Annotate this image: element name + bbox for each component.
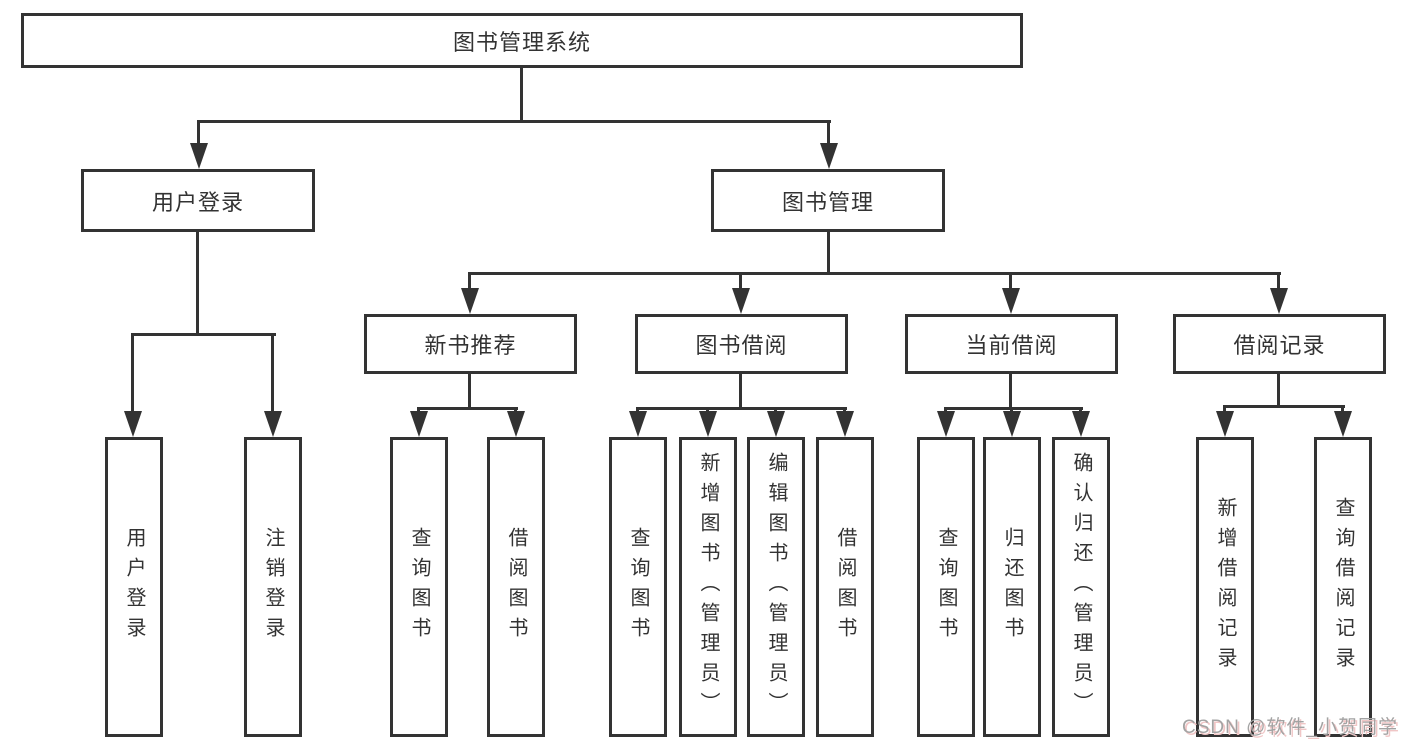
watermark-text: CSDN @软件_小贺同学 [1182, 717, 1398, 738]
arrow-down-icon [767, 411, 785, 437]
leaf-label: 查询图书 [627, 527, 649, 647]
connector-drop [1223, 405, 1226, 415]
leaf-logout: 注销登录 [244, 437, 302, 737]
connector-drop [1277, 272, 1280, 290]
arrow-down-icon [1003, 411, 1021, 437]
connector-bar [636, 407, 847, 410]
connector-stem [1009, 374, 1012, 409]
leaf-label: 确认归还（管理员） [1070, 452, 1092, 722]
connector-bar [944, 407, 1083, 410]
connector-drop [827, 120, 830, 146]
arrow-down-icon [1334, 411, 1352, 437]
node-label: 用户登录 [151, 189, 244, 215]
leaf-label: 新增图书（管理员） [697, 452, 719, 722]
leaf-label: 注销登录 [262, 527, 284, 647]
connector-bar [1223, 405, 1345, 408]
arrow-down-icon [836, 411, 854, 437]
arrow-down-icon [461, 288, 479, 314]
arrow-down-icon [1270, 288, 1288, 314]
arrow-down-icon [937, 411, 955, 437]
node-label: 当前借阅 [965, 333, 1058, 358]
leaf-label: 查询借阅记录 [1332, 497, 1354, 677]
connector-stem [827, 232, 830, 274]
arrow-down-icon [1002, 288, 1020, 314]
leaf-label: 归还图书 [1001, 527, 1023, 647]
arrow-down-icon [124, 411, 142, 437]
connector-drop [1009, 272, 1012, 290]
connector-drop [271, 333, 274, 413]
arrow-down-icon [264, 411, 282, 437]
connector-stem [468, 374, 471, 409]
node-book-management: 图书管理 [711, 169, 945, 232]
arrow-down-icon [1216, 411, 1234, 437]
connector-bar [197, 120, 831, 123]
node-label: 图书管理系统 [452, 29, 591, 55]
leaf-add-book-admin: 新增图书（管理员） [679, 437, 737, 737]
leaf-borrow-book: 借阅图书 [487, 437, 545, 737]
leaf-label: 查询图书 [935, 527, 957, 647]
leaf-label: 新增借阅记录 [1214, 497, 1236, 677]
leaf-label: 查询图书 [408, 527, 430, 647]
connector-stem [196, 232, 199, 335]
leaf-edit-book-admin: 编辑图书（管理员） [747, 437, 805, 737]
leaf-user-login: 用户登录 [105, 437, 163, 737]
connector-bar [131, 333, 276, 336]
leaf-borrow-book: 借阅图书 [816, 437, 874, 737]
node-book-borrowing: 图书借阅 [635, 314, 848, 374]
connector-stem [520, 68, 523, 122]
node-label: 借阅记录 [1233, 333, 1326, 358]
connector-bar [468, 272, 1281, 275]
connector-drop [1341, 405, 1344, 415]
leaf-label: 借阅图书 [505, 527, 527, 647]
leaf-confirm-return-admin: 确认归还（管理员） [1052, 437, 1110, 737]
connector-drop [197, 120, 200, 146]
node-user-login: 用户登录 [81, 169, 315, 232]
arrow-down-icon [190, 143, 208, 169]
arrow-down-icon [410, 411, 428, 437]
arrow-down-icon [1072, 411, 1090, 437]
connector-bar [417, 407, 518, 410]
leaf-query-book: 查询图书 [917, 437, 975, 737]
arrow-down-icon [820, 143, 838, 169]
node-label: 图书管理 [781, 189, 874, 215]
leaf-add-borrow-record: 新增借阅记录 [1196, 437, 1254, 737]
leaf-label: 编辑图书（管理员） [765, 452, 787, 722]
leaf-query-book: 查询图书 [390, 437, 448, 737]
connector-drop [131, 333, 134, 413]
connector-stem [739, 374, 742, 409]
node-label: 图书借阅 [695, 333, 788, 358]
node-label: 新书推荐 [424, 333, 517, 358]
arrow-down-icon [699, 411, 717, 437]
connector-drop [739, 272, 742, 290]
arrow-down-icon [507, 411, 525, 437]
leaf-label: 用户登录 [123, 527, 145, 647]
arrow-down-icon [629, 411, 647, 437]
leaf-return-book: 归还图书 [983, 437, 1041, 737]
leaf-query-borrow-record: 查询借阅记录 [1314, 437, 1372, 737]
arrow-down-icon [732, 288, 750, 314]
node-new-book-recommendation: 新书推荐 [364, 314, 577, 374]
node-borrowing-records: 借阅记录 [1173, 314, 1386, 374]
connector-drop [468, 272, 471, 290]
node-library-management-system: 图书管理系统 [21, 13, 1023, 68]
connector-stem [1277, 374, 1280, 407]
node-current-borrowing: 当前借阅 [905, 314, 1118, 374]
leaf-label: 借阅图书 [834, 527, 856, 647]
leaf-query-book: 查询图书 [609, 437, 667, 737]
